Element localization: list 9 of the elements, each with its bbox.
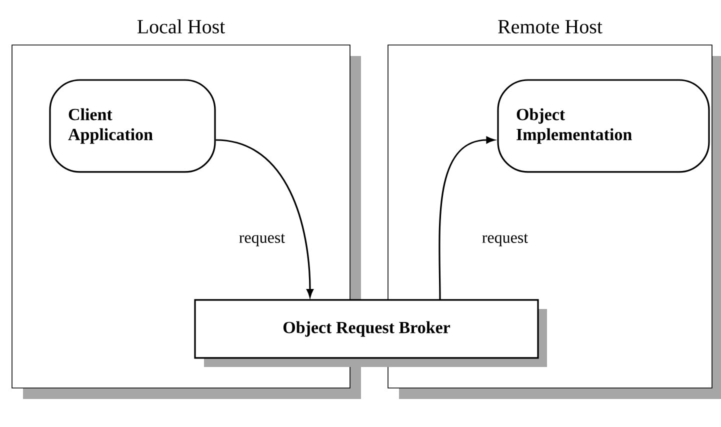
edge-label: request bbox=[480, 232, 530, 248]
rounded-box: Object Implementation bbox=[497, 79, 710, 173]
process-box: Object Request Broker bbox=[194, 299, 547, 367]
node-label: Remote Host bbox=[498, 20, 602, 34]
arrow bbox=[216, 139, 314, 298]
edge-label: request bbox=[238, 232, 286, 248]
rounded-box: Client Application bbox=[49, 79, 216, 173]
arrow bbox=[438, 136, 495, 300]
node-label: Local Host bbox=[137, 19, 226, 34]
